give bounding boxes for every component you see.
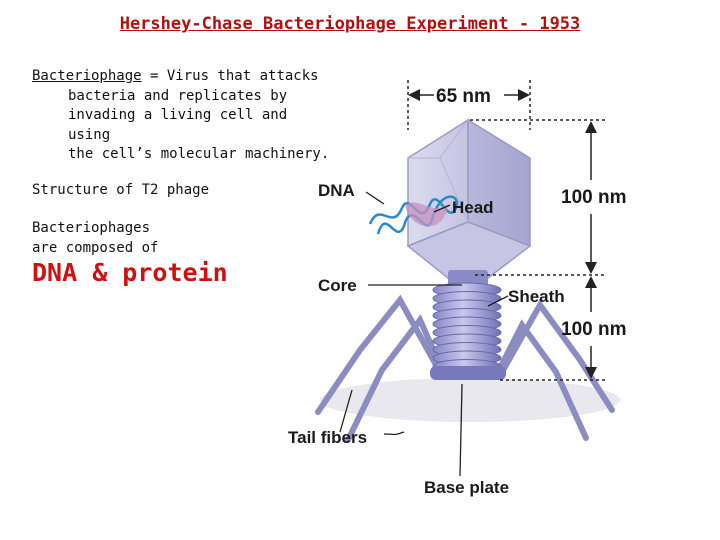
tail-fibers: [315, 294, 615, 443]
definition-paragraph: Bacteriophage = Virus that attacks bacte…: [32, 67, 332, 165]
tail-arrow-bottom: [585, 367, 597, 379]
head-arrow-top: [585, 121, 597, 133]
dna-label: DNA: [318, 181, 355, 200]
height-dimensions: [470, 119, 605, 381]
composition-line-2: are composed of: [32, 239, 159, 256]
width-label: 65 nm: [436, 86, 491, 107]
core-label: Core: [318, 276, 357, 295]
structure-heading: Structure of T2 phage: [32, 182, 210, 198]
phage-shadow: [320, 378, 620, 422]
head-height-label: 100 nm: [561, 187, 626, 208]
dna-protein-highlight: DNA & protein: [32, 258, 228, 287]
definition-line-2: bacteria and replicates by: [68, 87, 288, 104]
dna-strand-inner: [405, 202, 448, 227]
phage-collar: [448, 270, 488, 286]
head-arrow-bottom: [585, 262, 597, 274]
sheath-label: Sheath: [508, 287, 565, 306]
width-arrow-left: [408, 89, 420, 101]
base-plate: [430, 366, 506, 380]
tail-height-label: 100 nm: [561, 319, 626, 340]
definition-line-3: invading a living cell and using: [68, 107, 288, 143]
leader-lines: [339, 191, 509, 477]
width-arrow-right: [518, 89, 530, 101]
base-plate-label: Base plate: [424, 478, 509, 497]
composition-line-1: Bacteriophages: [32, 220, 151, 236]
composition-text: Bacteriophages are composed of: [32, 219, 158, 258]
definition-term: Bacteriophage: [32, 68, 142, 84]
tail-fibers-label: Tail fibers: [288, 428, 367, 447]
page-title: Hershey-Chase Bacteriophage Experiment -…: [119, 14, 581, 34]
tail-sheath: [432, 282, 502, 374]
head-label: Head: [452, 198, 494, 217]
dna-strand: [368, 195, 459, 235]
tail-arrow-top: [585, 276, 597, 288]
definition-line-1: = Virus that attacks: [141, 68, 319, 84]
definition-line-4: the cell’s molecular machinery.: [68, 146, 330, 162]
